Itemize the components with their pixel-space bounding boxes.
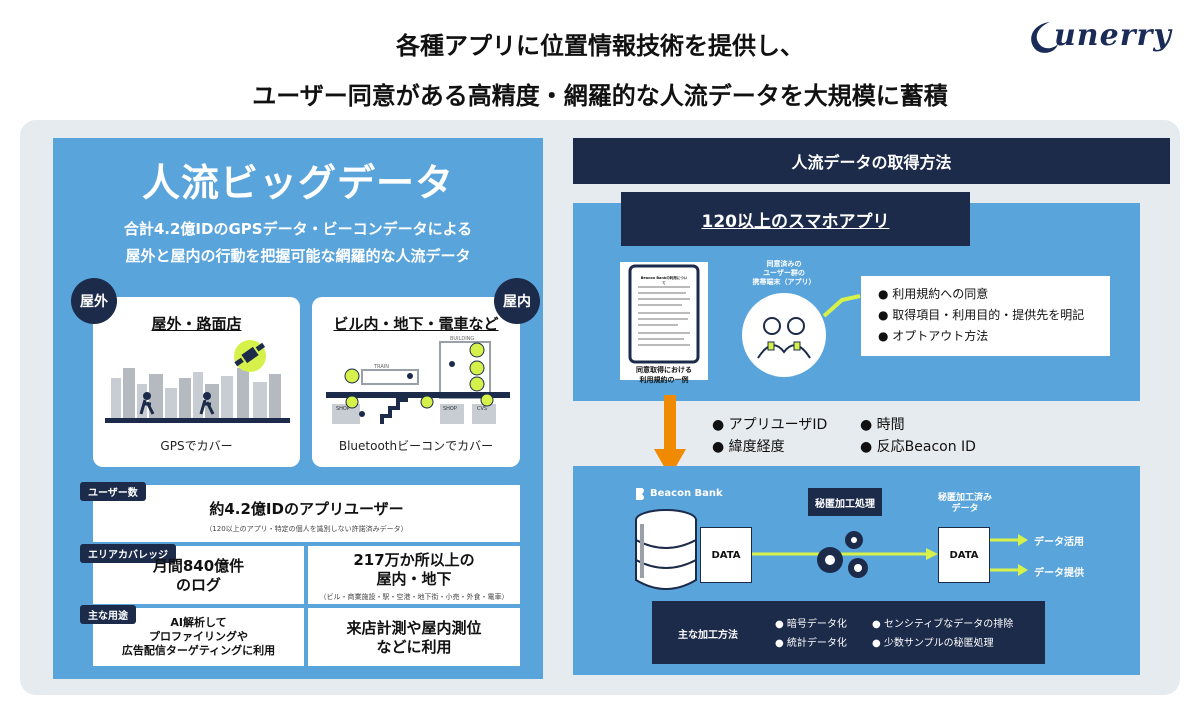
consent-item-1-text: 利用規約への同意 xyxy=(892,287,989,301)
coverage-right-note: （ビル・商業施設・駅・空港・地下街・小売・外食・電車） xyxy=(319,593,509,601)
coverage-right-box xyxy=(308,546,520,604)
method-1: ● 暗号データ化 xyxy=(775,619,847,630)
users-note: （120以上のアプリ・特定の個人を識別しない許諾済みデータ） xyxy=(205,525,408,533)
output-use-label: データ活用 xyxy=(1034,537,1084,548)
cvs-label: CVS xyxy=(477,406,487,412)
bigdata-subtitle-1: 合計4.2億IDのGPSデータ・ビーコンデータによる xyxy=(123,220,473,238)
collected-item-1-text: アプリユーザID xyxy=(728,417,828,433)
building-label: BUILDING xyxy=(450,336,474,342)
beacon-bank-label: Beacon Bank xyxy=(650,488,723,499)
consent-label-2: ユーザー群の xyxy=(763,269,805,277)
train-label: TRAIN xyxy=(373,364,389,370)
acquisition-header: 人流データの取得方法 xyxy=(573,138,1170,184)
uses-left-line3: 広告配信ターゲティングに利用 xyxy=(121,644,276,657)
method-4: ● 少数サンプルの秘匿処理 xyxy=(872,638,994,649)
coverage-right-line1: 217万か所以上の xyxy=(353,551,475,569)
coverage-right-line2: 屋内・地下 xyxy=(376,570,452,588)
method-4-text: 少数サンプルの秘匿処理 xyxy=(883,638,994,649)
consent-item-1: ● 利用規約への同意 xyxy=(878,287,989,301)
indoor-beacon-illustration-icon: BUILDING TRAIN SHOP SHOP CVS xyxy=(326,336,510,424)
method-2: ● センシティブなデータの排除 xyxy=(872,619,1014,630)
method-1-text: 暗号データ化 xyxy=(786,619,847,630)
headline-line-1: 各種アプリに位置情報技術を提供し、 xyxy=(396,32,804,60)
collected-item-2-text: 時間 xyxy=(876,417,905,433)
methods-title: 主な加工方法 xyxy=(678,630,738,641)
outdoor-badge: 屋外 xyxy=(71,278,117,324)
consent-item-3-text: オプトアウト方法 xyxy=(892,329,989,343)
method-2-text: センシティブなデータの排除 xyxy=(883,619,1014,630)
collected-item-1: ● アプリユーザID xyxy=(712,417,828,433)
coverage-left-line1: 月間840億件 xyxy=(152,557,245,575)
indoor-title: ビル内・地下・電車など xyxy=(333,315,499,333)
bigdata-subtitle-2: 屋外と屋内の行動を把握可能な網羅的な人流データ xyxy=(125,247,471,265)
users-tag: ユーザー数 xyxy=(80,482,146,501)
anonymized-label-1: 秘匿加工済み xyxy=(937,493,992,503)
shop-label-1: SHOP xyxy=(336,406,350,412)
beacon-bank-logo-icon xyxy=(636,488,644,500)
users-box xyxy=(93,485,520,542)
unerry-logo-mark-icon xyxy=(1031,22,1058,53)
consent-users-icon xyxy=(742,293,826,377)
collected-item-4-text: 反応Beacon ID xyxy=(876,439,976,455)
consent-item-3: ● オプトアウト方法 xyxy=(878,329,989,343)
collected-item-3-text: 緯度経度 xyxy=(728,439,785,455)
output-provide-label: データ提供 xyxy=(1034,568,1084,579)
database-icon xyxy=(635,509,697,590)
bigdata-title: 人流ビッグデータ xyxy=(141,161,454,205)
headline-line-2: ユーザー同意がある高精度・網羅的な人流データを大規模に蓄積 xyxy=(252,82,948,110)
consent-label-1: 同意済みの xyxy=(766,260,802,268)
coverage-tag: エリアカバレッジ xyxy=(80,544,176,563)
uses-left-line2: プロファイリングや xyxy=(149,630,248,643)
uses-tag: 主な用途 xyxy=(80,605,136,624)
terms-doc-title: Beacon Bankの利用について xyxy=(640,276,688,285)
phone-terms-icon xyxy=(628,264,700,364)
anonymize-label: 秘匿加工処理 xyxy=(808,488,882,516)
collected-item-4: ● 反応Beacon ID xyxy=(860,439,976,455)
outdoor-title: 屋外・路面店 xyxy=(151,315,242,333)
unerry-logo-text: unerry xyxy=(1054,18,1172,53)
consent-item-2-text: 取得項目・利用目的・提供先を明記 xyxy=(892,308,1085,322)
anonymized-label-2: データ xyxy=(951,504,979,514)
gears-icon xyxy=(817,531,868,578)
shop-label-2: SHOP xyxy=(443,406,457,412)
consent-list-box xyxy=(861,276,1110,356)
processed-data-box: DATA xyxy=(938,527,990,583)
coverage-left-line2: のログ xyxy=(175,576,221,594)
terms-caption-1: 同意取得における xyxy=(636,366,692,374)
down-arrow-icon xyxy=(654,395,686,477)
users-main: 約4.2億IDのアプリユーザー xyxy=(209,500,404,518)
uses-right-line2: などに利用 xyxy=(376,638,452,656)
city-gps-illustration-icon xyxy=(105,340,290,423)
terms-caption-2: 利用規約の一例 xyxy=(639,376,689,384)
outdoor-caption: GPSでカバー xyxy=(160,439,233,453)
consent-list: ● 利用規約への同意 ● 取得項目・利用目的・提供先を明記 ● オプトアウト方法 xyxy=(878,284,1084,347)
method-3-text: 統計データ化 xyxy=(786,638,847,649)
methods-box xyxy=(652,601,1045,664)
uses-right-box xyxy=(308,608,520,666)
uses-right-line1: 来店計測や屋内測位 xyxy=(346,619,482,637)
indoor-caption: Bluetoothビーコンでカバー xyxy=(338,439,494,453)
method-3: ● 統計データ化 xyxy=(775,638,847,649)
indoor-card xyxy=(312,297,520,467)
consent-label-3: 携帯端末（アプリ） xyxy=(752,278,816,286)
collected-item-3: ● 緯度経度 xyxy=(712,439,785,455)
consent-item-2: ● 取得項目・利用目的・提供先を明記 xyxy=(878,308,1085,322)
raw-data-box: DATA xyxy=(700,527,752,583)
indoor-badge: 屋内 xyxy=(494,278,540,324)
uses-left-line1: AI解析して xyxy=(170,616,227,629)
consent-connector-icon xyxy=(822,294,861,318)
collected-item-2: ● 時間 xyxy=(860,417,905,433)
apps-title: 120以上のスマホアプリ xyxy=(621,192,970,246)
output-arrows-icon xyxy=(990,534,1028,576)
